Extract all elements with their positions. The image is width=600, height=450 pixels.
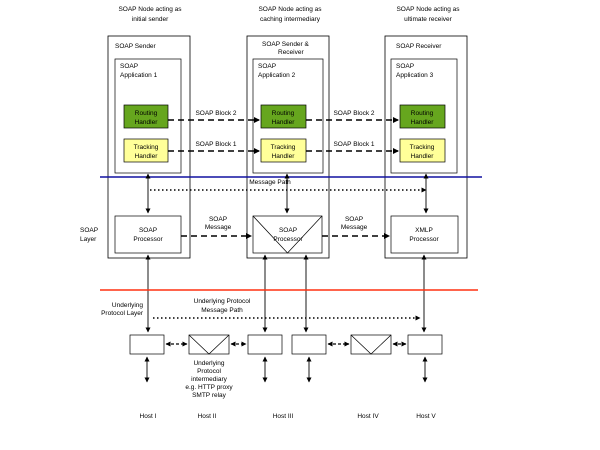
soap-layer-line2: Layer xyxy=(80,236,97,243)
node3-role-line1: SOAP Node acting as xyxy=(396,6,460,13)
tracking-2-line2: Handler xyxy=(272,153,296,160)
soap-message-1-line1: SOAP xyxy=(209,216,227,223)
host1-box xyxy=(129,334,165,355)
host5-label: Host V xyxy=(416,413,436,420)
processor-3-line2: Processor xyxy=(409,236,439,243)
host1-label: Host I xyxy=(140,413,157,420)
host5-box xyxy=(407,334,443,355)
host4-label: Host IV xyxy=(357,413,379,420)
intermediary-note-line4: e.g. HTTP proxy xyxy=(185,384,233,391)
tracking-handler-3 xyxy=(399,138,446,163)
node3-role-line2: ultimate receiver xyxy=(404,16,453,23)
processor-1-line1: SOAP xyxy=(139,227,157,234)
app1-line1: SOAP xyxy=(120,63,138,70)
app3-line1: SOAP xyxy=(396,63,414,70)
app1-line2: Application 1 xyxy=(120,72,158,79)
host4-box xyxy=(350,334,392,355)
host2-label: Host II xyxy=(198,413,217,420)
node3-title: SOAP Receiver xyxy=(396,43,442,50)
intermediary-note-line2: Protocol xyxy=(197,368,221,375)
intermediary-note-line5: SMTP relay xyxy=(192,392,227,399)
host2-box xyxy=(188,334,230,355)
intermediary-note-line3: intermediary xyxy=(191,376,228,383)
app2-line1: SOAP xyxy=(258,63,276,70)
app3-line2: Application 3 xyxy=(396,72,434,79)
routing-2-line2: Handler xyxy=(272,119,296,126)
soap-message-2-line2: Message xyxy=(341,224,368,231)
soap-message-1-line2: Message xyxy=(205,224,232,231)
routing-1-line2: Handler xyxy=(135,119,159,126)
block1-label-2: SOAP Block 1 xyxy=(333,141,374,148)
underlying-layer-line2: Protocol Layer xyxy=(101,310,144,317)
soap-layer-line1: SOAP xyxy=(80,227,98,234)
tracking-1-line2: Handler xyxy=(135,153,159,160)
routing-1-line1: Routing xyxy=(135,110,158,117)
routing-handler-3 xyxy=(399,104,446,129)
node1-title: SOAP Sender xyxy=(115,43,157,50)
tracking-3-line1: Tracking xyxy=(410,144,435,151)
processor-3-line1: XMLP xyxy=(415,227,433,234)
underlying-path-line1: Underlying Protocol xyxy=(194,298,251,305)
node1-role-line1: SOAP Node acting as xyxy=(118,6,182,13)
host2-intermediary-shape xyxy=(188,334,230,355)
host3-label: Host III xyxy=(273,413,294,420)
host3-left-box xyxy=(247,334,283,355)
underlying-layer-line1: Underlying xyxy=(112,302,143,309)
app2-line2: Application 2 xyxy=(258,72,296,79)
block2-label-2: SOAP Block 2 xyxy=(333,110,374,117)
tracking-3-line2: Handler xyxy=(411,153,435,160)
tracking-1-line1: Tracking xyxy=(134,144,159,151)
routing-3-line1: Routing xyxy=(411,110,434,117)
block2-label-1: SOAP Block 2 xyxy=(195,110,236,117)
node1-role-line2: initial sender xyxy=(132,16,169,23)
routing-handler-1 xyxy=(123,104,169,129)
routing-3-line2: Handler xyxy=(411,119,435,126)
processor-2-line1: SOAP xyxy=(279,227,297,234)
processor-1-line2: Processor xyxy=(133,236,163,243)
message-path-label: Message Path xyxy=(249,179,291,186)
host4-intermediary-shape xyxy=(350,334,392,355)
tracking-2-line1: Tracking xyxy=(271,144,296,151)
host3-right-box xyxy=(291,334,327,355)
intermediary-note-line1: Underlying xyxy=(193,360,224,367)
underlying-path-line2: Message Path xyxy=(201,307,243,314)
routing-2-line1: Routing xyxy=(272,110,295,117)
node2-role-line1: SOAP Node acting as xyxy=(258,6,322,13)
soap-message-2-line1: SOAP xyxy=(345,216,363,223)
processor-3 xyxy=(390,215,459,254)
routing-handler-2 xyxy=(260,104,307,129)
processor-2-line2: Processor xyxy=(273,236,303,243)
processor-2 xyxy=(252,215,323,254)
node2-title-line1: SOAP Sender & xyxy=(262,41,310,48)
block1-label-1: SOAP Block 1 xyxy=(195,141,236,148)
node2-title-line2: Receiver xyxy=(278,49,304,56)
processor-2-intermediary-shape xyxy=(252,215,323,254)
node2-role-line2: caching intermediary xyxy=(260,16,321,23)
processor-1 xyxy=(114,215,182,254)
